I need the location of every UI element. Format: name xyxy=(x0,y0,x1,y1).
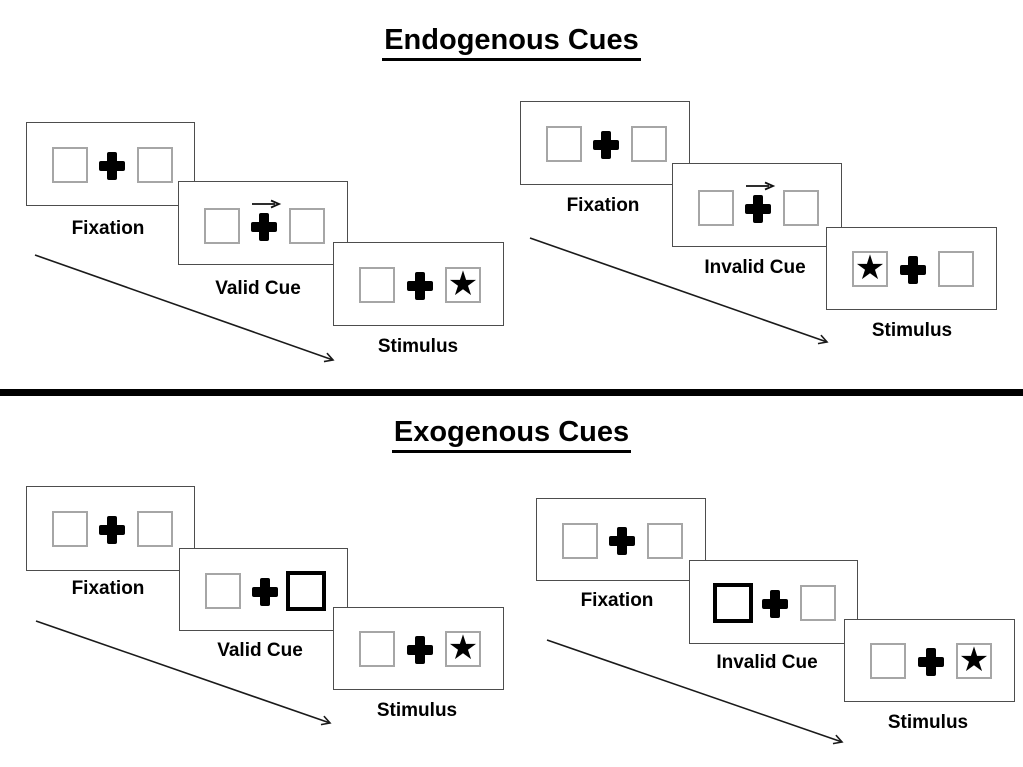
cue-arrow-icon xyxy=(252,199,282,209)
placeholder-box-left xyxy=(698,190,734,226)
fixation-cross-icon xyxy=(745,195,771,223)
panel-stimulus: ★ xyxy=(844,619,1015,702)
fixation-cross-icon xyxy=(407,636,433,664)
panel-stimulus: ★ xyxy=(333,607,504,690)
target-star-box: ★ xyxy=(852,251,888,287)
section-title-exogenous: Exogenous Cues xyxy=(0,416,1023,453)
sequence-arrow xyxy=(546,639,844,745)
placeholder-box-right xyxy=(783,190,819,226)
placeholder-box-left xyxy=(359,631,395,667)
placeholder-box-right xyxy=(938,251,974,287)
panel-label: Fixation xyxy=(580,590,654,611)
cue-arrow-icon xyxy=(746,181,776,191)
panel-fixation xyxy=(520,101,690,185)
sequence-arrow xyxy=(529,237,829,345)
section-title-text: Endogenous Cues xyxy=(382,24,641,61)
panel-invalid-cue xyxy=(672,163,842,247)
star-icon: ★ xyxy=(958,639,990,680)
fixation-cross-icon xyxy=(407,272,433,300)
panel-label: Stimulus xyxy=(887,712,969,733)
fixation-cross-icon xyxy=(99,152,125,180)
placeholder-box-left xyxy=(52,147,88,183)
placeholder-box-right xyxy=(289,208,325,244)
placeholder-box-left xyxy=(204,208,240,244)
fixation-cross-icon xyxy=(99,516,125,544)
panel-label: Fixation xyxy=(71,218,145,239)
panel-stimulus: ★ xyxy=(826,227,997,310)
panel-fixation xyxy=(26,486,195,571)
sequence-arrow xyxy=(34,254,335,363)
panel-label: Valid Cue xyxy=(215,278,301,299)
placeholder-box-right xyxy=(137,147,173,183)
panel-label: Valid Cue xyxy=(217,640,303,661)
panel-label: Invalid Cue xyxy=(704,257,806,278)
panel-fixation xyxy=(26,122,195,206)
placeholder-box-left xyxy=(870,643,906,679)
fixation-cross-icon xyxy=(252,578,278,606)
fixation-cross-icon xyxy=(609,527,635,555)
placeholder-box-right xyxy=(647,523,683,559)
panel-fixation xyxy=(536,498,706,581)
panel-label: Stimulus xyxy=(871,320,953,341)
fixation-cross-icon xyxy=(918,648,944,676)
star-icon: ★ xyxy=(447,263,479,304)
panel-label: Fixation xyxy=(566,195,640,216)
target-star-box: ★ xyxy=(956,643,992,679)
panel-stimulus: ★ xyxy=(333,242,504,326)
section-title-endogenous: Endogenous Cues xyxy=(0,24,1023,61)
cue-highlight-box xyxy=(286,571,326,611)
placeholder-box-right xyxy=(800,585,836,621)
placeholder-box-left xyxy=(52,511,88,547)
placeholder-box-left xyxy=(562,523,598,559)
panel-label: Stimulus xyxy=(377,336,459,357)
placeholder-box-left xyxy=(359,267,395,303)
fixation-cross-icon xyxy=(762,590,788,618)
panel-valid-cue xyxy=(179,548,348,631)
placeholder-box-left xyxy=(205,573,241,609)
sequence-arrow xyxy=(35,620,332,726)
placeholder-box-right xyxy=(631,126,667,162)
fixation-cross-icon xyxy=(593,131,619,159)
panel-invalid-cue xyxy=(689,560,858,644)
panel-label: Fixation xyxy=(71,578,145,599)
fixation-cross-icon xyxy=(900,256,926,284)
cue-highlight-box xyxy=(713,583,753,623)
fixation-cross-icon xyxy=(251,213,277,241)
star-icon: ★ xyxy=(854,247,886,288)
section-title-text: Exogenous Cues xyxy=(391,416,632,453)
star-icon: ★ xyxy=(447,627,479,668)
placeholder-box-right xyxy=(137,511,173,547)
panel-valid-cue xyxy=(178,181,348,265)
panel-label: Invalid Cue xyxy=(716,652,818,673)
target-star-box: ★ xyxy=(445,267,481,303)
target-star-box: ★ xyxy=(445,631,481,667)
placeholder-box-left xyxy=(546,126,582,162)
section-divider xyxy=(0,389,1023,396)
panel-label: Stimulus xyxy=(376,700,458,721)
